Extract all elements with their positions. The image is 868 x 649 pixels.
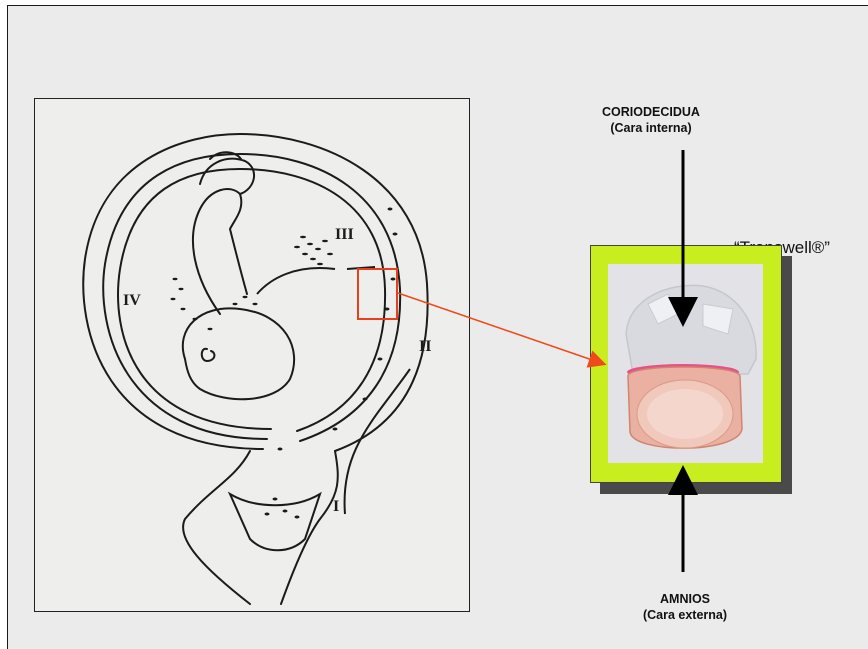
zoom-arrow	[398, 293, 598, 362]
